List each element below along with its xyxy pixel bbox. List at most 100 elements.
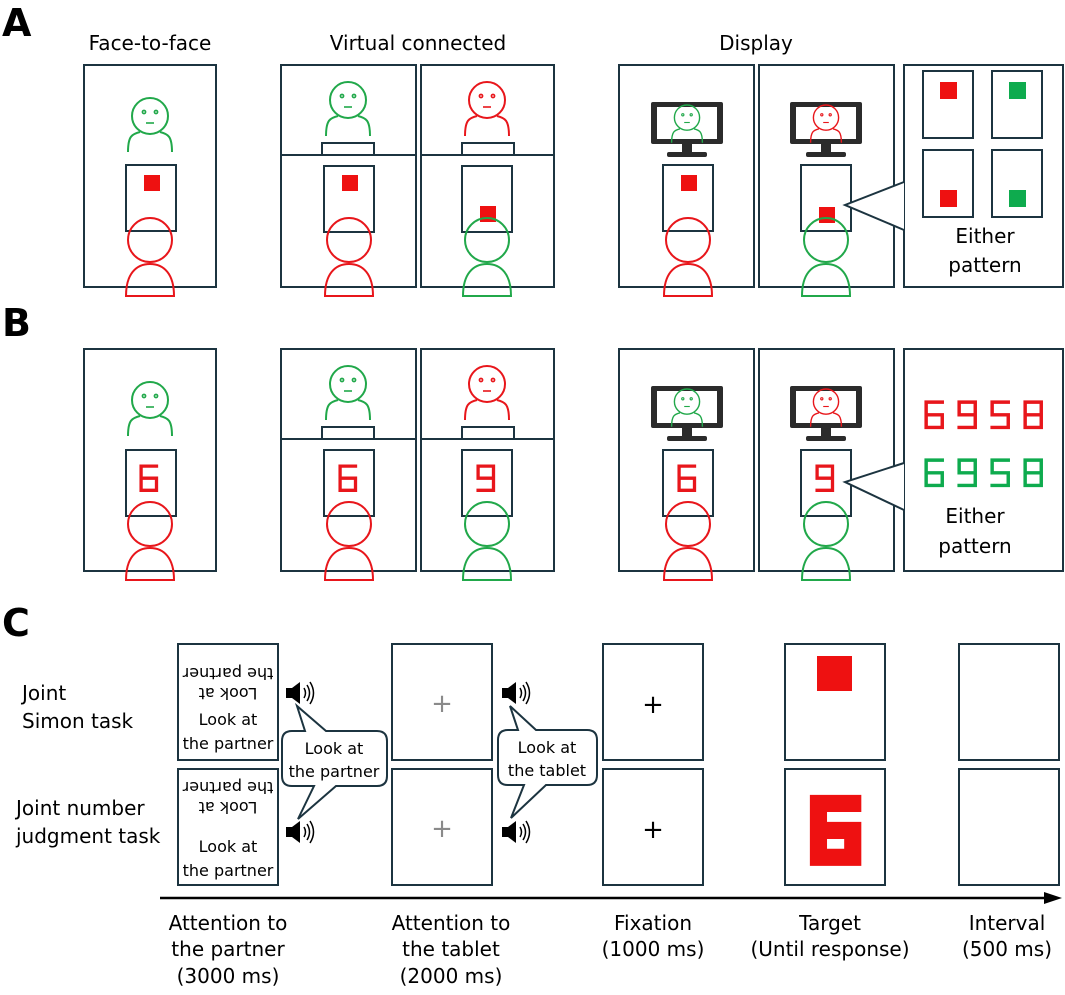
digit-glyph: [809, 794, 862, 866]
digit-stimulus: [476, 464, 496, 492]
red-square-stimulus: [681, 175, 697, 191]
partner-tablet: [321, 142, 375, 156]
speech-bubble-partner: [281, 702, 388, 820]
red-square-stimulus: [342, 175, 358, 191]
panel-letter-a: A: [2, 1, 32, 45]
digit-glyph: [677, 464, 697, 492]
timeline-arrowhead: [1044, 892, 1062, 904]
svg-text:Look at: Look at: [199, 837, 258, 856]
bubble-partner-line2: the partner: [289, 762, 380, 781]
phase-label: (500 ms): [962, 937, 1052, 961]
digit-glyph: [957, 400, 977, 430]
tablet: [662, 449, 714, 517]
pattern-label-line2: pattern: [938, 534, 1012, 558]
phase-label: Attention to: [392, 911, 511, 935]
condition-label-face-to-face: Face-to-face: [89, 31, 212, 55]
task-label-simon-line2: Simon task: [22, 709, 134, 733]
digit-glyph: [139, 464, 159, 492]
pattern-digit: [957, 400, 977, 430]
phase-label: Attention to: [169, 911, 288, 935]
digit-glyph: [990, 400, 1010, 430]
pattern-digit: [1023, 400, 1043, 430]
red-square-stimulus: [144, 175, 160, 191]
phase-label: the partner: [171, 937, 285, 961]
pattern-digit: [924, 458, 944, 488]
pattern-digit: [1023, 458, 1043, 488]
phase-label: (2000 ms): [400, 964, 503, 988]
tablet: [125, 449, 177, 517]
red-square-target: [817, 656, 852, 691]
speaker-icon: [501, 820, 531, 844]
speech-bubble-tablet: [497, 705, 598, 819]
fixation-cross-gray: +: [431, 689, 453, 719]
pattern-label-line1: Either: [945, 504, 1005, 528]
phase-label: Interval: [969, 911, 1046, 935]
tablet: [461, 449, 513, 517]
instruction-card-number: the partner Look at Look at the partner: [177, 768, 279, 886]
tablet: [461, 165, 513, 233]
panel-c: C Joint Simon task Joint number judgment…: [2, 601, 1062, 988]
digit-target: [809, 794, 862, 866]
tablet: [323, 449, 375, 517]
tablet: [800, 449, 852, 517]
svg-text:Look at: Look at: [199, 684, 258, 703]
red-square-stimulus: [819, 207, 835, 223]
speaker-icon: [285, 820, 315, 844]
fixation-cross: +: [642, 815, 664, 845]
panel-letter-c: C: [2, 601, 30, 645]
phase-label: (1000 ms): [602, 937, 705, 961]
fixation-screen-number: [602, 768, 704, 886]
speaker-icon: [285, 681, 315, 705]
digit-glyph: [476, 464, 496, 492]
fixation-cross: +: [642, 690, 664, 720]
digit-glyph: [1023, 458, 1043, 488]
digit-stimulus: [139, 464, 159, 492]
digit-stimulus: [815, 464, 835, 492]
callout-pointer: [842, 462, 905, 511]
condition-label-display: Display: [719, 31, 793, 55]
phase-label: Target: [798, 911, 861, 935]
svg-text:the partner: the partner: [182, 778, 273, 797]
digit-stimulus: [677, 464, 697, 492]
digit-glyph: [924, 458, 944, 488]
bubble-partner-line1: Look at: [305, 739, 364, 758]
phase-label: (Until response): [750, 937, 909, 961]
phase-label: (3000 ms): [177, 964, 280, 988]
svg-text:the partner: the partner: [182, 664, 273, 683]
partner-tablet: [321, 426, 375, 440]
digit-glyph: [1023, 400, 1043, 430]
pattern-digit: [957, 458, 977, 488]
pattern-tablet: [922, 70, 974, 139]
task-label-number-line1: Joint number: [14, 796, 145, 820]
pattern-digit: [990, 400, 1010, 430]
pattern-tablet: [991, 70, 1043, 139]
svg-text:the partner: the partner: [183, 861, 274, 880]
pattern-digit: [990, 458, 1010, 488]
instruction-card-simon: the partner Look at Look at the partner: [177, 643, 279, 761]
red-digit-pattern-row: [924, 400, 1043, 430]
panel-b: B: [2, 301, 1064, 581]
bubble-tablet-line1: Look at: [518, 738, 577, 757]
pattern-label-line2: pattern: [948, 253, 1022, 277]
digit-glyph: [924, 400, 944, 430]
digit-glyph: [815, 464, 835, 492]
phase-label: the tablet: [402, 937, 500, 961]
pattern-digit: [924, 400, 944, 430]
digit-glyph: [957, 458, 977, 488]
partner-tablet: [461, 142, 515, 156]
panel-letter-b: B: [2, 301, 31, 345]
digit-glyph: [990, 458, 1010, 488]
tablet: [662, 164, 714, 232]
tablet: [323, 165, 375, 233]
green-digit-pattern-row: [924, 458, 1043, 488]
task-label-simon-line1: Joint: [20, 681, 66, 705]
svg-text:Look at: Look at: [199, 798, 258, 817]
tablet-screen-simon: [391, 643, 493, 761]
speaker-icon: [501, 681, 531, 705]
task-label-number-line2: judgment task: [15, 824, 161, 848]
tablet: [125, 164, 177, 232]
bubble-tablet-line2: the tablet: [508, 761, 586, 780]
pattern-label-line1: Either: [955, 224, 1015, 248]
phase-label: Fixation: [614, 911, 692, 935]
